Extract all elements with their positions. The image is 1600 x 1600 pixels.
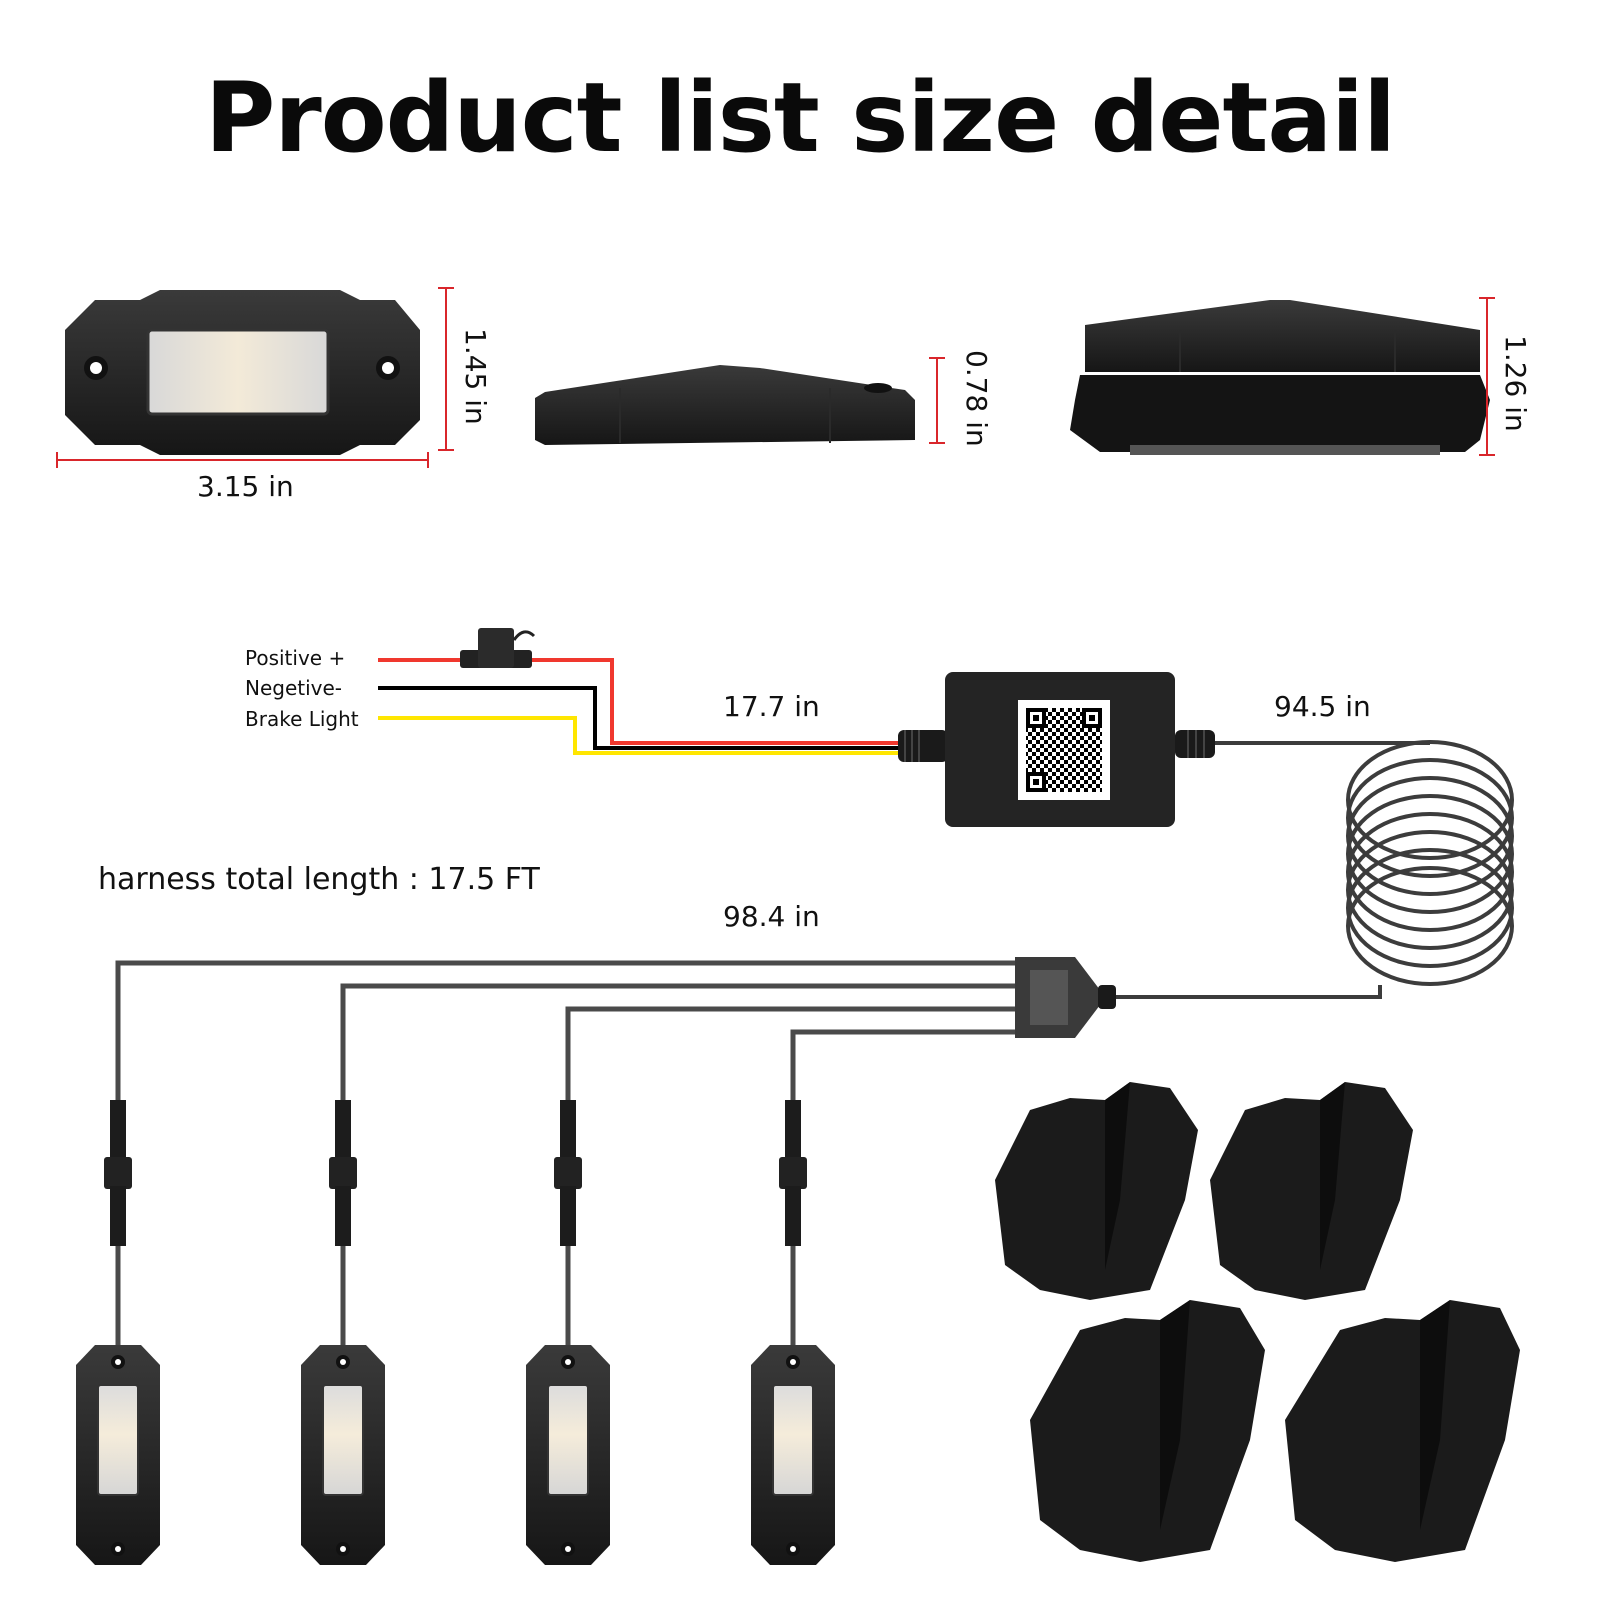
width-label: 3.15 in xyxy=(197,470,294,503)
height-label-1: 1.45 in xyxy=(459,328,492,425)
splitter-hub xyxy=(1015,957,1116,1038)
rock-light-side-view xyxy=(535,365,915,445)
mounting-bracket-4 xyxy=(1285,1300,1520,1562)
height-dimension-line-2 xyxy=(929,357,945,444)
output-length-label: 94.5 in xyxy=(1274,690,1371,723)
branch-cable-3 xyxy=(565,1006,1015,1100)
branch-length-label: 98.4 in xyxy=(723,900,820,933)
input-wires xyxy=(378,658,905,755)
rock-light-1 xyxy=(76,1100,160,1565)
positive-wire-label: Positive + xyxy=(245,646,346,670)
height-dimension-line-1 xyxy=(438,287,454,451)
fuse-holder-icon xyxy=(460,628,536,668)
input-length-label: 17.7 in xyxy=(723,690,820,723)
coiled-cable xyxy=(1115,740,1514,999)
mounting-bracket-3 xyxy=(1030,1300,1265,1562)
controller-box xyxy=(945,672,1175,827)
mounting-bracket-1 xyxy=(995,1082,1198,1300)
rock-light-3 xyxy=(526,1100,610,1565)
positive-wire xyxy=(378,658,905,745)
branch-cable-1 xyxy=(115,960,1015,1100)
branch-cables xyxy=(115,960,1015,1100)
height-label-2: 0.78 in xyxy=(960,350,993,447)
mounting-bracket-2 xyxy=(1210,1082,1413,1300)
harness-total-length: harness total length : 17.5 FT xyxy=(98,862,540,897)
rock-light-2 xyxy=(301,1100,385,1565)
page-title: Product list size detail xyxy=(205,62,1396,174)
height-dimension-line-3 xyxy=(1479,297,1495,456)
controller-input-connector xyxy=(898,730,948,762)
width-dimension-line xyxy=(56,452,429,468)
branch-cable-4 xyxy=(790,1029,1015,1100)
controller-output-connector xyxy=(1175,730,1215,758)
negative-wire-label: Negetive- xyxy=(245,676,343,700)
branch-cable-2 xyxy=(340,983,1015,1100)
rock-light-4 xyxy=(751,1100,835,1565)
height-label-3: 1.26 in xyxy=(1499,335,1532,432)
brake-light-wire xyxy=(378,716,905,755)
negative-wire xyxy=(378,686,905,750)
rock-light-with-bracket-view xyxy=(1070,300,1490,455)
rock-light-front-view xyxy=(65,290,420,455)
brake-light-wire-label: Brake Light xyxy=(245,707,359,731)
